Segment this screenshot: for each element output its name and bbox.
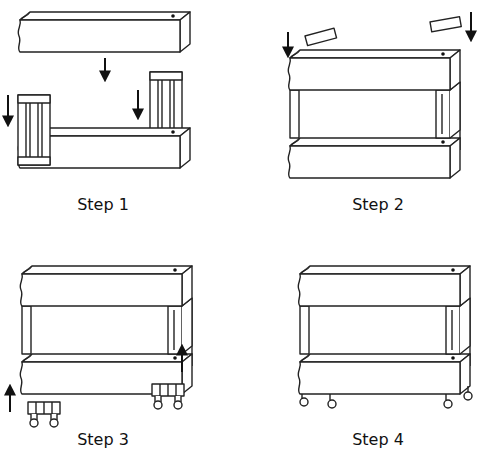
step-label: Step 2 (318, 195, 438, 215)
step3-parts (10, 266, 192, 427)
step1-parts (8, 12, 190, 168)
step-label: Step 4 (318, 430, 438, 450)
step4-cart (298, 266, 472, 408)
step-label: Step 3 (43, 430, 163, 450)
step-label: Step 1 (43, 195, 163, 215)
step2-parts (288, 12, 471, 178)
